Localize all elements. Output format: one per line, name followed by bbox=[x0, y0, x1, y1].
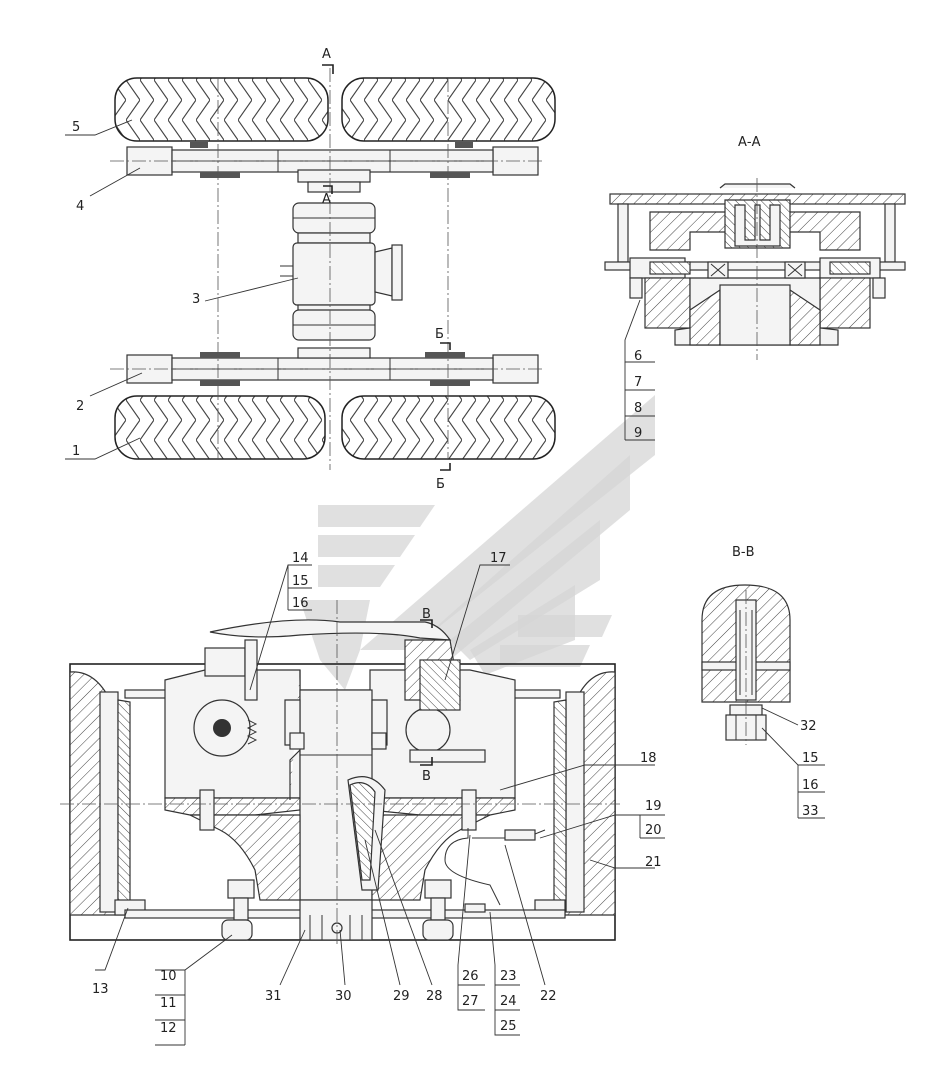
section-mark-v-bottom: В bbox=[422, 769, 431, 784]
callout-27: 27 bbox=[462, 994, 479, 1009]
callout-23: 23 bbox=[500, 969, 517, 984]
tyre-lower-right bbox=[341, 395, 556, 460]
callout-25: 25 bbox=[500, 1019, 517, 1034]
callout-26: 26 bbox=[462, 969, 479, 984]
callout-2: 2 bbox=[76, 399, 84, 414]
callout-11: 11 bbox=[160, 996, 177, 1011]
callout-7: 7 bbox=[634, 375, 642, 390]
tyre-upper-right bbox=[341, 77, 556, 142]
callout-17: 17 bbox=[490, 551, 507, 566]
callout-16-vv: 16 bbox=[802, 778, 819, 793]
view-label-vv: В-В bbox=[732, 545, 755, 560]
section-mark-a-top: А bbox=[322, 47, 331, 62]
callout-29: 29 bbox=[393, 989, 410, 1004]
callout-12: 12 bbox=[160, 1021, 177, 1036]
callout-15-vv: 15 bbox=[802, 751, 819, 766]
tyre-lower-left bbox=[114, 395, 326, 460]
main-section: В В bbox=[60, 564, 665, 1046]
callout-20: 20 bbox=[645, 823, 662, 838]
callout-14: 14 bbox=[292, 551, 309, 566]
upper-beam bbox=[126, 142, 539, 193]
callout-1: 1 bbox=[72, 444, 80, 459]
callout-21: 21 bbox=[645, 855, 662, 870]
section-mark-v-top: В bbox=[422, 607, 431, 622]
top-view: А А Б Б bbox=[65, 47, 556, 492]
callout-31: 31 bbox=[265, 989, 282, 1004]
section-aa: А-А bbox=[604, 135, 906, 441]
callout-8: 8 bbox=[634, 401, 642, 416]
callout-9: 9 bbox=[634, 426, 642, 441]
callout-6: 6 bbox=[634, 349, 642, 364]
section-vv: В-В bbox=[701, 545, 825, 819]
section-mark-a-mid: А bbox=[322, 192, 331, 207]
callout-13: 13 bbox=[92, 982, 109, 997]
callout-16: 16 bbox=[292, 596, 309, 611]
view-label-aa: А-А bbox=[738, 135, 761, 150]
callout-10: 10 bbox=[160, 969, 177, 984]
section-mark-b-bottom: Б bbox=[436, 477, 445, 492]
callout-15: 15 bbox=[292, 574, 309, 589]
callout-19: 19 bbox=[645, 799, 662, 814]
section-mark-b-top: Б bbox=[435, 327, 444, 342]
callout-4: 4 bbox=[76, 199, 84, 214]
lower-beam bbox=[126, 347, 539, 386]
tyre-upper-left bbox=[114, 77, 329, 142]
callout-30: 30 bbox=[335, 989, 352, 1004]
callout-24: 24 bbox=[500, 994, 517, 1009]
callout-33: 33 bbox=[802, 804, 819, 819]
callout-22: 22 bbox=[540, 989, 557, 1004]
callout-3: 3 bbox=[192, 292, 200, 307]
bolts bbox=[199, 789, 477, 941]
callout-28: 28 bbox=[426, 989, 443, 1004]
callout-32: 32 bbox=[800, 719, 817, 734]
central-hub bbox=[280, 202, 403, 341]
callout-18: 18 bbox=[640, 751, 657, 766]
callout-5: 5 bbox=[72, 120, 80, 135]
